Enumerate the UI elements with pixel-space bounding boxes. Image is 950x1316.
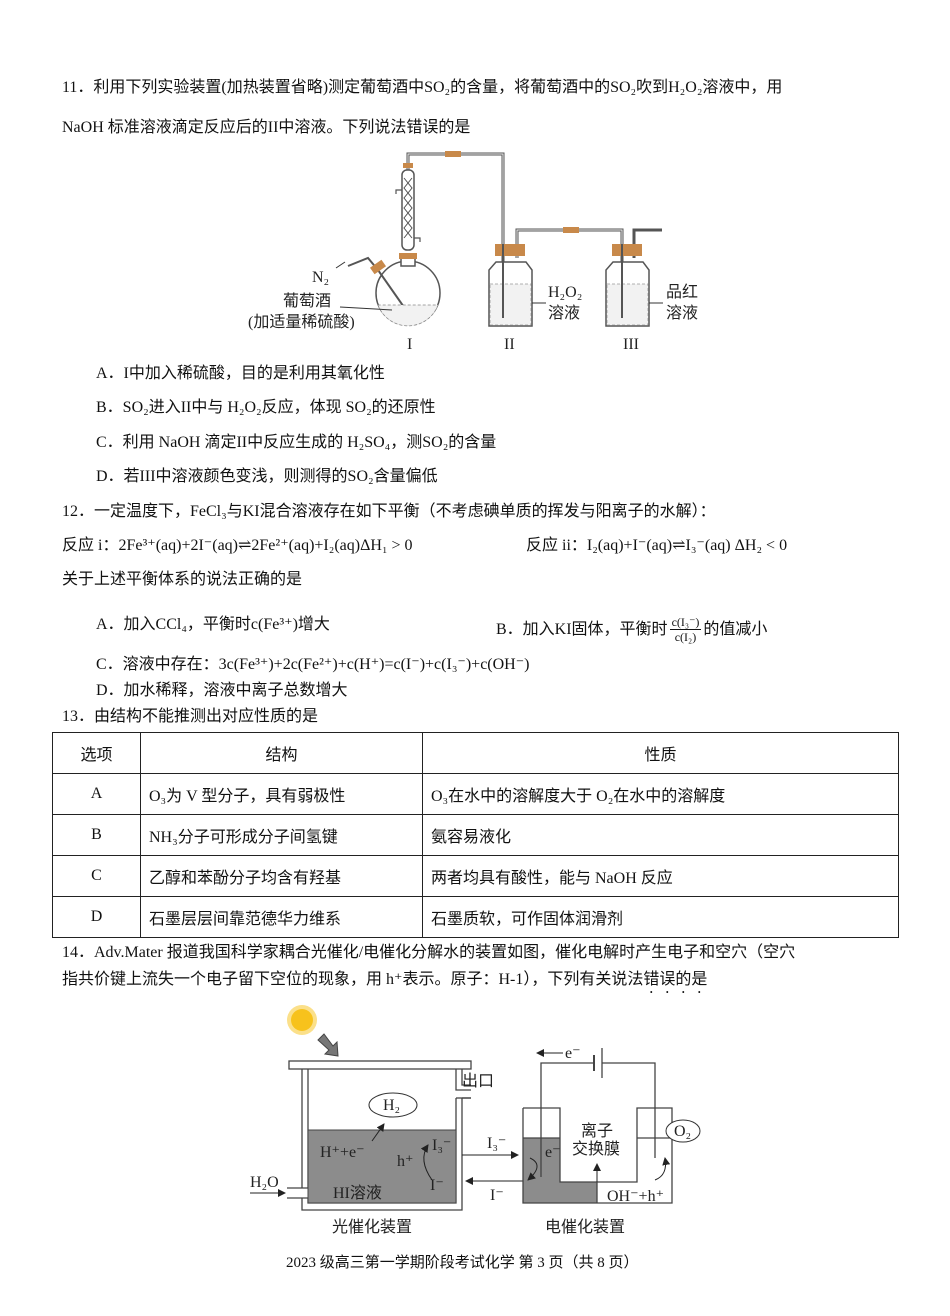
label-i-arrow: I⁻ <box>490 1187 504 1204</box>
label-hole: h⁺ <box>397 1153 413 1170</box>
label-n2: N₂ <box>312 269 329 286</box>
caption-electrocatalysis: 电催化装置 <box>545 1218 625 1236</box>
hi-solution-liquid <box>307 1129 457 1204</box>
table-row: A O₃为 V 型分子，具有弱极性 O₃在水中的溶解度大于 O₂在水中的溶解度 <box>52 773 899 815</box>
q12-stem: 12．一定温度下，FeCl₃与KI混合溶液存在如下平衡（不考虑碘单质的挥发与阳离… <box>62 503 716 520</box>
label-h2: H₂ <box>383 1097 400 1114</box>
cell-property: 两者均具有酸性，能与 NaOH 反应 <box>422 855 899 897</box>
fraction: c(I₃⁻) c(I₂) <box>669 615 702 644</box>
q11-stem-line1: 11．利用下列实验装置(加热装置省略)测定葡萄酒中SO₂的含量，将葡萄酒中的SO… <box>62 79 783 96</box>
cell-option: C <box>52 855 141 897</box>
q11-option-a: A．I中加入稀硫酸，目的是利用其氧化性 <box>96 365 385 382</box>
label-apparatus-1: I <box>407 336 412 353</box>
label-pinhong-solution: 溶液 <box>666 304 698 322</box>
q11-option-b: B．SO₂进入II中与 H₂O₂反应，体现 SO₂的还原性 <box>96 399 436 416</box>
label-h2o2: H₂O₂ <box>548 284 582 301</box>
q11-option-c: C．利用 NaOH 滴定II中反应生成的 H₂SO₄，测SO₂的含量 <box>96 434 497 451</box>
bottle3-stopper <box>612 244 642 256</box>
cell-property: 氨容易液化 <box>422 814 899 856</box>
caption-photocatalysis: 光催化装置 <box>332 1218 412 1236</box>
q14-stem-text: 指共价键上流失一个电子留下空位的现象，用 h⁺表示。原子：H-1），下列有关说法 <box>62 971 644 988</box>
cell-structure: 乙醇和苯酚分子均含有羟基 <box>140 855 423 897</box>
fraction-numerator: c(I₃⁻) <box>669 615 702 630</box>
q11-stem-line2: NaOH 标准溶液滴定反应后的II中溶液。下列说法错误的是 <box>62 119 471 136</box>
q11-option-d: D．若III中溶液颜色变浅，则测得的SO₂含量偏低 <box>96 468 438 485</box>
table-header-row: 选项 结构 性质 <box>52 732 899 774</box>
container-lid <box>288 1060 472 1070</box>
q12-reaction-i: 反应 i：2Fe³⁺(aq)+2I⁻(aq)⇌2Fe²⁺(aq)+I₂(aq)Δ… <box>62 537 413 554</box>
table-row: D 石墨层层间靠范德华力维系 石墨质软，可作固体润滑剂 <box>52 896 899 938</box>
label-h2o2-solution: 溶液 <box>548 304 580 322</box>
label-hi-solution: HI溶液 <box>333 1184 382 1202</box>
table-row: B NH₃分子可形成分子间氢键 氨容易液化 <box>52 814 899 856</box>
label-apparatus-3: III <box>623 336 639 353</box>
label-i3-left: I₃⁻ <box>432 1137 451 1154</box>
q14-emphasis: 错误 <box>643 971 676 988</box>
label-outlet: 出口 <box>462 1072 494 1090</box>
label-membrane-1: 离子 <box>581 1122 613 1140</box>
label-apparatus-2: II <box>504 336 515 353</box>
label-pinhong: 品红 <box>666 283 698 301</box>
q13-stem: 13．由结构不能推测出对应性质的是 <box>62 708 319 725</box>
cell-structure: NH₃分子可形成分子间氢键 <box>140 814 423 856</box>
label-wine: 葡萄酒 <box>283 292 331 310</box>
header-property: 性质 <box>422 732 899 774</box>
flask-stopper <box>399 253 417 259</box>
label-h-plus-e: H⁺+e⁻ <box>320 1144 365 1161</box>
cell-option: D <box>52 896 141 938</box>
header-option: 选项 <box>52 732 141 774</box>
label-electron-cell: e⁻ <box>545 1144 561 1161</box>
q12-option-a: A．加入CCl₄，平衡时c(Fe³⁺)增大 <box>96 616 330 633</box>
q12-reaction-ii: 反应 ii：I₂(aq)+I⁻(aq)⇌I₃⁻(aq) ΔH₂ < 0 <box>526 537 788 554</box>
q11-apparatus-figure: N₂ 葡萄酒 (加适量稀硫酸) H₂O₂ 溶液 品红 溶液 I II III <box>248 151 698 353</box>
q12-option-d: D．加水稀释，溶液中离子总数增大 <box>96 682 348 699</box>
flask-liquid <box>377 304 439 327</box>
cell-property: 石墨质软，可作固体润滑剂 <box>422 896 899 938</box>
q12-option-b-suffix: 的值减小 <box>703 620 768 638</box>
sun-icon <box>287 1005 317 1035</box>
label-oh-h: OH⁻+h⁺ <box>607 1188 664 1205</box>
cell-structure: 石墨层层间靠范德华力维系 <box>140 896 423 938</box>
label-membrane-2: 交换膜 <box>572 1140 620 1158</box>
q14-stem-line1: 14．Adv.Mater 报道我国科学家耦合光催化/电催化分解水的装置如图，催化… <box>62 944 796 961</box>
q12-question: 关于上述平衡体系的说法正确的是 <box>62 571 303 588</box>
q12-option-b: B．加入KI固体，平衡时 c(I₃⁻) c(I₂) 的值减小 <box>496 615 767 644</box>
cell-property: O₃在水中的溶解度大于 O₂在水中的溶解度 <box>422 773 899 815</box>
label-water: H₂O <box>250 1174 279 1191</box>
label-o2: O₂ <box>674 1123 691 1140</box>
fraction-denominator: c(I₂) <box>674 630 697 644</box>
table-row: C 乙醇和苯酚分子均含有羟基 两者均具有酸性，能与 NaOH 反应 <box>52 855 899 897</box>
label-electron-top: e⁻ <box>565 1045 581 1062</box>
cell-structure: O₃为 V 型分子，具有弱极性 <box>140 773 423 815</box>
label-i-left: I⁻ <box>430 1177 444 1194</box>
q12-option-c: C．溶液中存在：3c(Fe³⁺)+2c(Fe²⁺)+c(H⁺)=c(I⁻)+c(… <box>96 656 530 673</box>
cell-option: B <box>52 814 141 856</box>
label-i3-arrow: I₃⁻ <box>487 1135 506 1152</box>
page-footer: 2023 级高三第一学期阶段考试化学 第 3 页（共 8 页） <box>286 1255 639 1271</box>
q14-stem-suffix: 的是 <box>675 971 708 988</box>
q14-device-figure: 出口 H₂ H⁺+e⁻ h⁺ I₃⁻ I⁻ H₂O HI溶液 I₃⁻ I⁻ e⁻… <box>250 1005 701 1236</box>
q12-option-b-prefix: B．加入KI固体，平衡时 <box>496 620 668 638</box>
q13-table: 选项 结构 性质 A O₃为 V 型分子，具有弱极性 O₃在水中的溶解度大于 O… <box>52 732 899 938</box>
label-wine-note: (加适量稀硫酸) <box>248 313 355 331</box>
q14-stem-line2: 指共价键上流失一个电子留下空位的现象，用 h⁺表示。原子：H-1），下列有关说法… <box>62 970 707 997</box>
